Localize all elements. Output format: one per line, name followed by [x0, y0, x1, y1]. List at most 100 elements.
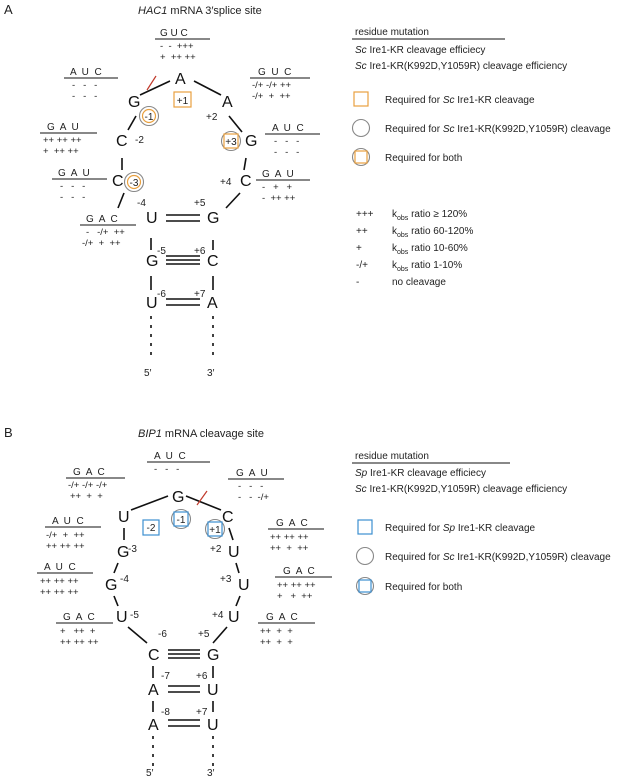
svg-text:++ + +: ++ + +	[70, 491, 103, 502]
nuc-u-m4: U	[146, 210, 158, 227]
svg-text:G A C: G A C	[73, 467, 105, 478]
nuc-u-p6: U	[207, 682, 219, 699]
box-p1-square	[207, 521, 223, 537]
end-a-5prime: 5′	[144, 368, 152, 379]
kinetics-row: ++ kobs ratio 60-120%	[356, 226, 473, 239]
nuc-u-p3: U	[238, 577, 250, 594]
table-a-ml: G A U ++ ++ ++ + ++ ++	[40, 122, 97, 157]
table-a-l3: G A U - - - - - -	[52, 168, 107, 203]
box-p3-circle	[220, 130, 242, 152]
nuc-c-p4: C	[240, 173, 252, 190]
svg-text:- -/+ ++: - -/+ ++	[86, 227, 125, 238]
nuc-g-m4: G	[105, 577, 117, 594]
svg-text:- - -: - - -	[60, 192, 85, 203]
svg-text:++ ++ ++: ++ ++ ++	[40, 587, 79, 598]
svg-text:- - -: - - -	[72, 91, 97, 102]
kinetics-row: - no cleavage	[356, 277, 446, 288]
nuc-g-p3: G	[245, 133, 257, 150]
svg-text:-5: -5	[130, 610, 139, 621]
svg-text:+4: +4	[212, 610, 224, 621]
svg-text:-6: -6	[158, 629, 167, 640]
panel-a-mutation-tables: G U C - - +++ + ++ ++ A U C - - - - - - …	[40, 28, 320, 249]
svg-text:-7: -7	[161, 671, 170, 682]
svg-text:- + +: - + +	[262, 182, 293, 193]
svg-text:++ + ++: ++ + ++	[270, 543, 309, 554]
panel-a-kinetics-key: +++ kobs ratio ≥ 120% ++ kobs ratio 60-1…	[356, 209, 473, 288]
svg-text:-1: -1	[177, 515, 186, 526]
nuc-a-p2: A	[222, 94, 233, 111]
end-b-3prime: 3′	[207, 768, 215, 779]
box-p3-square	[223, 133, 239, 149]
nuc-g-m5: G	[146, 253, 158, 270]
svg-text:G A U: G A U	[47, 122, 79, 133]
svg-text:++ ++ ++: ++ ++ ++	[270, 532, 309, 543]
table-b-l4: A U C ++ ++ ++ ++ ++ ++	[37, 562, 93, 598]
svg-text:G A C: G A C	[283, 566, 315, 577]
svg-text:+2: +2	[210, 544, 222, 555]
svg-text:++ ++ ++: ++ ++ ++	[40, 576, 79, 587]
nuc-a-p7: A	[207, 295, 218, 312]
nuc-u-p7: U	[207, 717, 219, 734]
table-a-mr: A U C - - - - - -	[265, 123, 320, 158]
nuc-c-m3: C	[112, 173, 124, 190]
legend-a-square-icon	[353, 91, 369, 107]
svg-text:G A C: G A C	[63, 612, 95, 623]
svg-text:- - -: - - -	[274, 147, 299, 158]
svg-text:- - +++: - - +++	[160, 41, 194, 52]
box-p3-label: +3	[225, 137, 237, 148]
panel-b-base-pairs	[168, 649, 200, 727]
box-p1-circle	[204, 518, 226, 540]
panel-b-nucleotides: G U C G U G U U U C G A U A U	[105, 489, 250, 734]
svg-text:G U C: G U C	[258, 67, 291, 78]
panel-a-legend: residue mutation Sc Ire1-KR cleavage eff…	[351, 27, 611, 167]
panel-b-positions: -3 +2 -4 +3 -5 +4 -6 +5 -7 +6 -8 +7	[120, 544, 232, 718]
nuc-a-p1: A	[175, 71, 186, 88]
kinetics-row: + kobs ratio 10-60%	[356, 243, 468, 256]
svg-text:A U C: A U C	[70, 67, 102, 78]
svg-text:kobs ratio 10-60%: kobs ratio 10-60%	[392, 243, 468, 256]
kinetics-row: -/+ kobs ratio 1-10%	[356, 260, 462, 273]
pos-p4: +4	[220, 177, 232, 188]
pos-m6: -6	[157, 289, 166, 300]
svg-text:+3: +3	[220, 574, 232, 585]
svg-text:- - -: - - -	[238, 481, 263, 492]
panel-a-cleavage-mark	[146, 75, 157, 91]
legend-a-both-text: Required for both	[385, 153, 462, 164]
svg-text:A U C: A U C	[52, 516, 84, 527]
panel-b-legend: residue mutation Sp Ire1-KR cleavage eff…	[352, 451, 611, 596]
table-b-l5: G A C + ++ + ++ ++ ++	[56, 612, 113, 648]
svg-text:++ + +: ++ + +	[260, 626, 293, 637]
svg-text:- ++ ++: - ++ ++	[262, 193, 296, 204]
pos-p5: +5	[194, 198, 206, 209]
svg-text:++ ++ ++: ++ ++ ++	[43, 135, 82, 146]
svg-text:A U C: A U C	[154, 451, 186, 462]
panel-a-marked-positions: +1 -1 +3 -3	[123, 91, 242, 193]
svg-text:+: +	[356, 243, 362, 254]
box-m3-circle	[123, 171, 145, 193]
svg-text:-/+ + ++: -/+ + ++	[82, 238, 121, 249]
svg-text:kobs ratio ≥ 120%: kobs ratio ≥ 120%	[392, 209, 467, 222]
panel-letter-a: A	[4, 2, 13, 17]
legend-a-both-circle-icon	[351, 147, 371, 167]
table-a-l4: G A C - -/+ ++ -/+ + ++	[80, 214, 136, 249]
legend-b-both-circle-icon	[355, 576, 375, 596]
svg-text:+6: +6	[196, 671, 208, 682]
box-m1-ring	[141, 108, 157, 124]
nuc-c-m6: C	[148, 647, 160, 664]
box-p1-label: +1	[177, 96, 189, 107]
nuc-g-p5: G	[207, 647, 219, 664]
svg-text:+5: +5	[198, 629, 210, 640]
svg-text:-/+ -/+ ++: -/+ -/+ ++	[252, 80, 292, 91]
svg-text:-/+ + ++: -/+ + ++	[252, 91, 291, 102]
panel-letter-b: B	[4, 425, 13, 440]
svg-text:+1: +1	[209, 525, 221, 536]
legend-b-circle-icon	[355, 546, 375, 566]
svg-text:G A C: G A C	[266, 612, 298, 623]
svg-text:G A C: G A C	[276, 518, 308, 529]
svg-text:-8: -8	[161, 707, 170, 718]
box-m3-label: -3	[130, 178, 139, 189]
nuc-u-m2: U	[118, 509, 130, 526]
legend-a-circle-text: Required for Sc Ire1-KR(K992D,Y1059R) cl…	[385, 124, 611, 135]
panel-a-title-rest: mRNA 3′splice site	[167, 5, 261, 17]
